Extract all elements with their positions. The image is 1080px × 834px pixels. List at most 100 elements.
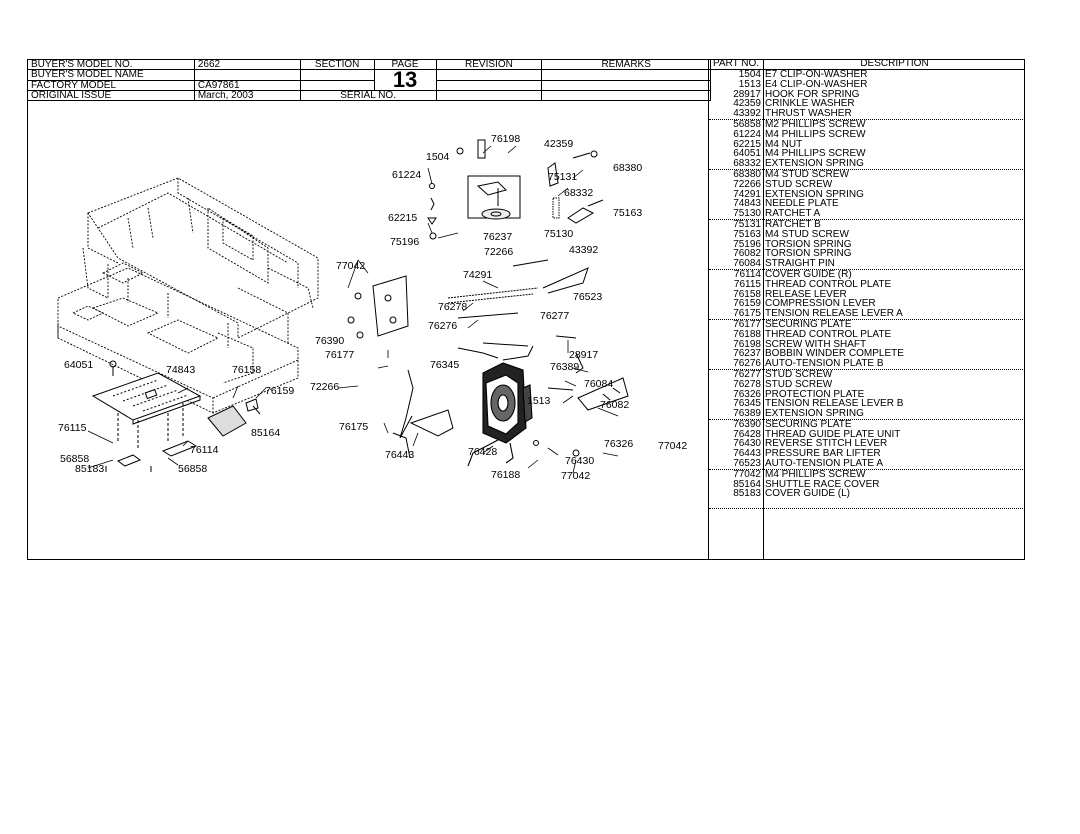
part-description: M4 PHILLIPS SCREW bbox=[765, 148, 866, 160]
callout-76177: 76177 bbox=[325, 349, 354, 361]
callout-76443: 76443 bbox=[385, 449, 414, 461]
part-description: BOBBIN WINDER COMPLETE bbox=[765, 348, 904, 360]
part-number: 76523 bbox=[733, 458, 761, 470]
part-number: 64051 bbox=[733, 148, 761, 160]
callout-42359: 42359 bbox=[544, 138, 573, 150]
part-description: AUTO-TENSION PLATE B bbox=[765, 358, 884, 370]
part-number: 85164 bbox=[733, 478, 761, 490]
part-number: 76389 bbox=[733, 408, 761, 420]
part-description: EXTENSION SPRING bbox=[765, 188, 864, 200]
callout-64051: 64051 bbox=[64, 359, 93, 371]
part-description: RELEASE LEVER bbox=[765, 288, 847, 300]
callout-85183: 85183 bbox=[75, 463, 104, 475]
part-number: 76177 bbox=[733, 318, 761, 330]
callout-76159: 76159 bbox=[265, 385, 294, 397]
callout-61224: 61224 bbox=[392, 169, 421, 181]
callout-68332: 68332 bbox=[564, 187, 593, 199]
callout-62215: 62215 bbox=[388, 212, 417, 224]
shuttle-race-cover-drawing bbox=[207, 398, 261, 437]
part-number: 75196 bbox=[733, 238, 761, 250]
part-number: 74843 bbox=[733, 198, 761, 210]
factory-model-label: FACTORY MODEL bbox=[27, 79, 195, 91]
part-number: 74291 bbox=[733, 188, 761, 200]
tension-levers-drawing bbox=[347, 259, 629, 459]
buyers-model-name-value bbox=[193, 69, 301, 81]
part-description: THREAD GUIDE PLATE UNIT bbox=[765, 428, 901, 440]
part-number: 76198 bbox=[733, 338, 761, 350]
callout-75196: 75196 bbox=[390, 236, 419, 248]
part-description: COMPRESSION LEVER bbox=[765, 298, 876, 310]
part-description: TENSION RELEASE LEVER A bbox=[765, 308, 903, 320]
parts-blank-separator bbox=[709, 508, 1025, 509]
part-number: 76326 bbox=[733, 388, 761, 400]
serial-no-label: SERIAL NO. bbox=[299, 90, 437, 101]
callout-75163: 75163 bbox=[613, 207, 642, 219]
remarks-label: REMARKS bbox=[541, 59, 711, 70]
part-number: 1504 bbox=[738, 69, 761, 80]
leader-lines bbox=[87, 145, 619, 474]
part-description: M4 PHILLIPS SCREW bbox=[765, 468, 866, 480]
part-number: 76159 bbox=[733, 298, 761, 310]
part-description: SECURING PLATE bbox=[765, 418, 852, 430]
part-description: REVERSE STITCH LEVER bbox=[765, 438, 888, 450]
parts-row: 1504 E7 CLIP-ON-WASHER bbox=[709, 70, 1025, 80]
description-header: DESCRIPTION bbox=[860, 58, 929, 69]
exploded-parts-diagram: 76198 42359 1504 68380 75131 61224 68332… bbox=[57, 133, 687, 482]
page-label: PAGE bbox=[373, 59, 437, 70]
callout-76428: 76428 bbox=[468, 446, 497, 458]
part-description: M4 NUT bbox=[765, 138, 803, 150]
revision-cell-1 bbox=[435, 69, 543, 81]
callout-76430: 76430 bbox=[565, 455, 594, 467]
header-table: BUYER'S MODEL NO. 2662 SECTION PAGE REVI… bbox=[27, 59, 711, 101]
part-description: TORSION SPRING bbox=[765, 248, 852, 260]
part-description: AUTO-TENSION PLATE A bbox=[765, 458, 883, 470]
factory-model-value: CA97861 bbox=[193, 79, 301, 91]
callout-77042-right: 77042 bbox=[658, 440, 687, 452]
part-description: M4 STUD SCREW bbox=[765, 228, 849, 240]
callout-56858-left: 56858 bbox=[60, 453, 89, 465]
callout-28917: 28917 bbox=[569, 349, 598, 361]
part-description: THREAD CONTROL PLATE bbox=[765, 328, 892, 340]
part-description: E7 CLIP-ON-WASHER bbox=[765, 69, 868, 80]
parts-row: 76326 PROTECTION PLATE bbox=[709, 388, 1025, 400]
part-description: TENSION RELEASE LEVER B bbox=[765, 398, 904, 410]
revision-label: REVISION bbox=[435, 59, 543, 70]
part-number: 76430 bbox=[733, 438, 761, 450]
part-description: PRESSURE BAR LIFTER bbox=[765, 448, 881, 460]
part-description: PROTECTION PLATE bbox=[765, 388, 865, 400]
part-number: 76158 bbox=[733, 288, 761, 300]
callout-76114: 76114 bbox=[190, 444, 219, 456]
part-description: CRINKLE WASHER bbox=[765, 98, 855, 110]
buyers-model-name-label: BUYER'S MODEL NAME bbox=[27, 69, 195, 81]
part-description: STUD SCREW bbox=[765, 368, 833, 380]
part-description: HOOK FOR SPRING bbox=[765, 88, 860, 100]
part-number: 61224 bbox=[733, 128, 761, 140]
part-description: STRAIGHT PIN bbox=[765, 258, 835, 270]
callout-76523: 76523 bbox=[573, 291, 602, 303]
part-description: M4 PHILLIPS SCREW bbox=[765, 128, 866, 140]
part-number: 76188 bbox=[733, 328, 761, 340]
section-label: SECTION bbox=[299, 59, 375, 70]
buyers-model-no-label: BUYER'S MODEL NO. bbox=[27, 59, 195, 70]
parts-row: 76158 RELEASE LEVER bbox=[709, 288, 1025, 300]
parts-row: 76430 REVERSE STITCH LEVER bbox=[709, 439, 1025, 449]
callout-76276: 76276 bbox=[428, 320, 457, 332]
callout-75130: 75130 bbox=[544, 228, 573, 240]
parts-row: 76159 COMPRESSION LEVER bbox=[709, 299, 1025, 309]
part-description: RATCHET A bbox=[765, 208, 821, 220]
callout-1513: 1513 bbox=[527, 395, 551, 407]
part-number: 62215 bbox=[733, 138, 761, 150]
